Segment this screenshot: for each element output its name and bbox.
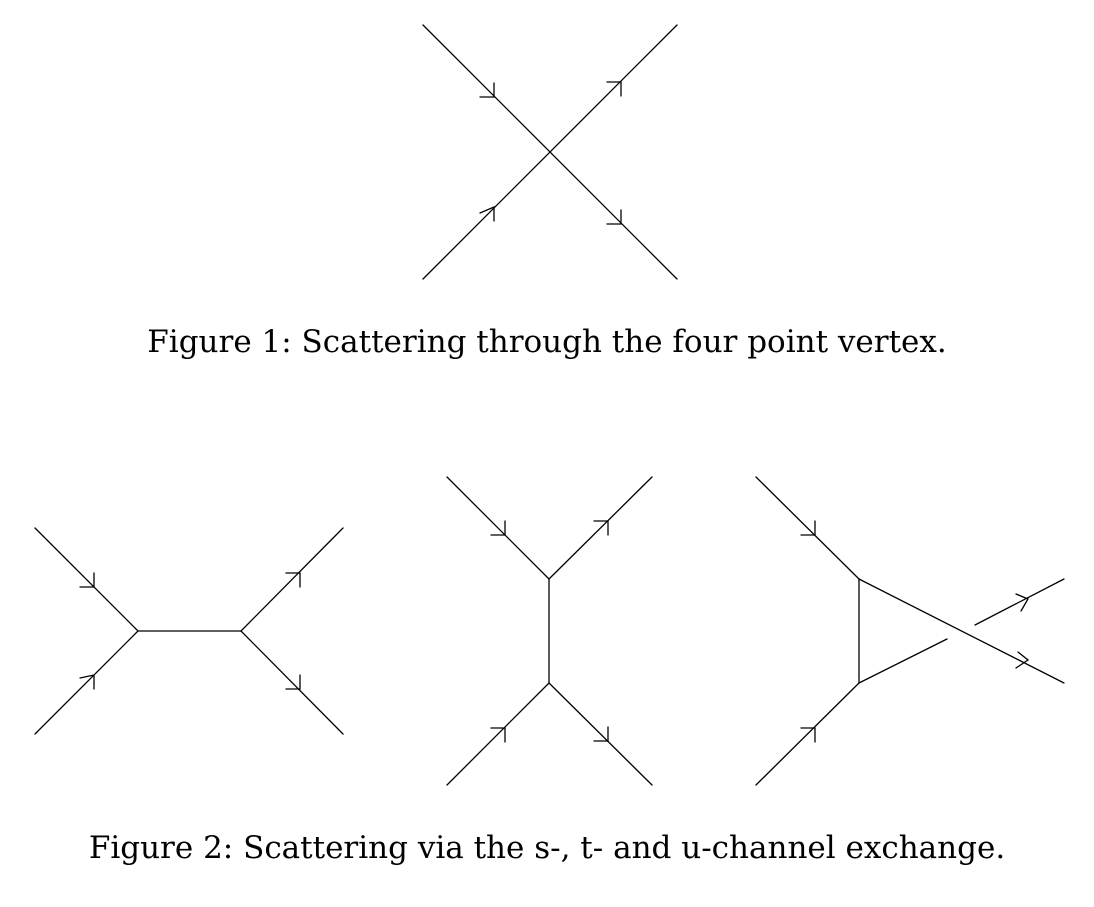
arrow-icon: [800, 520, 816, 536]
arrow-icon: [606, 81, 622, 97]
arrow-icon: [285, 674, 301, 690]
propagator-line: [974, 578, 1065, 626]
arrow-icon: [490, 727, 506, 743]
u-channel-diagram: [755, 476, 1065, 786]
arrow-icon: [593, 726, 609, 742]
propagator-line: [446, 476, 550, 580]
propagator-line: [34, 527, 139, 632]
arrow-icon: [593, 520, 609, 536]
propagator-line: [755, 682, 860, 786]
arrow-icon: [285, 572, 301, 588]
propagator-line: [548, 682, 653, 786]
propagator-line: [446, 682, 550, 786]
propagator-line: [755, 476, 860, 580]
arrow-icon: [490, 520, 506, 536]
arrow-icon: [479, 206, 495, 222]
arrow-icon: [1015, 651, 1030, 669]
t-channel-diagram: [446, 476, 653, 786]
propagator-line: [240, 527, 344, 632]
four-point-vertex-diagram: [422, 24, 678, 280]
s-channel-diagram: [34, 527, 344, 735]
arrow-icon: [79, 572, 95, 588]
figure-2-caption: Figure 2: Scattering via the s-, t- and …: [88, 830, 1006, 866]
propagator-line: [240, 630, 344, 735]
propagator-line: [34, 630, 139, 735]
arrow-icon: [800, 727, 816, 743]
arrow-icon: [606, 209, 622, 225]
propagator-line: [858, 578, 1065, 684]
propagator-line: [858, 638, 948, 684]
arrow-icon: [79, 674, 95, 690]
arrow-icon: [479, 82, 495, 98]
propagator-line: [548, 476, 653, 580]
arrow-icon: [1015, 593, 1029, 612]
propagator-line: [422, 24, 678, 280]
figure-1-caption: Figure 1: Scattering through the four po…: [147, 324, 947, 360]
